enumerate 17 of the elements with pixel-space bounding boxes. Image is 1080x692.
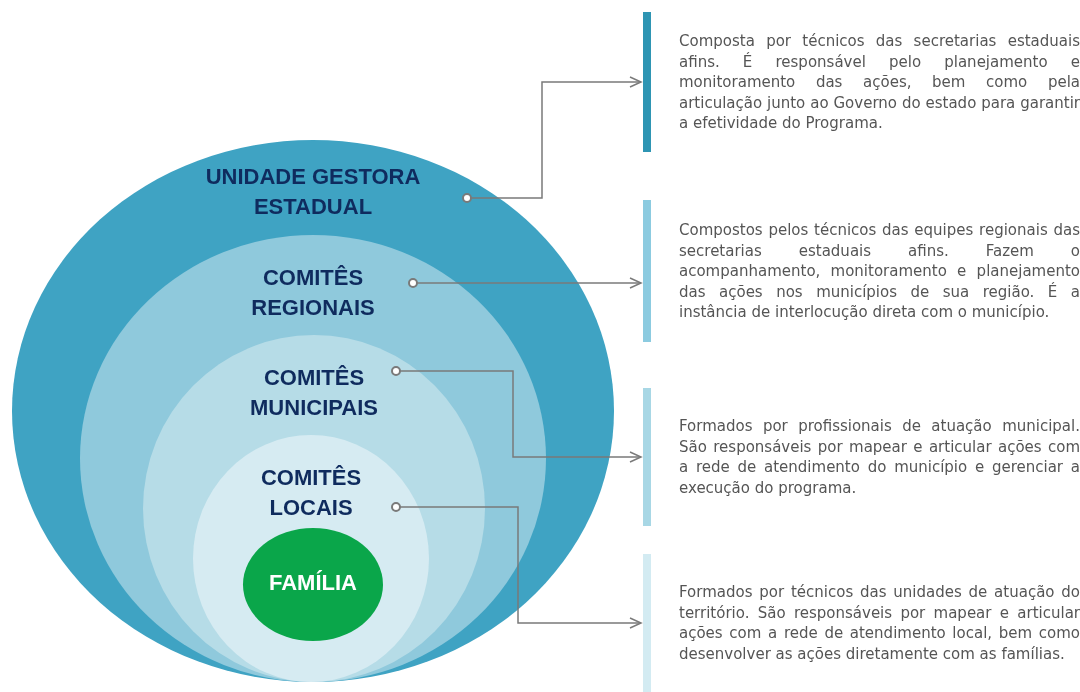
description-text: Compostos pelos técnicos das equipes regionais das secretarias estaduais afins. Fazem o acompanhamento, monitoramento e planejamento das ações nos municípios de sua região. É a instância de interlocução direta com o município. — [679, 219, 1080, 323]
level-label: COMITÊS REGIONAIS — [250, 264, 376, 322]
description-card — [643, 388, 1080, 526]
leader-line — [391, 366, 642, 463]
leader-line — [408, 277, 642, 289]
description-card — [643, 554, 1080, 692]
level-label: COMITÊS LOCAIS — [259, 464, 363, 522]
level-label: UNIDADE GESTORA ESTADUAL — [204, 163, 422, 221]
leader-line — [462, 76, 642, 203]
description-card — [643, 200, 1080, 342]
description-text: Composta por técnicos das secretarias estaduais afins. É responsável pelo planejamento e monitoramento das ações, bem como pela articulação junto ao Governo do estado para garantir a efetividade do Programa. — [679, 30, 1080, 134]
leader-line — [391, 502, 642, 629]
description-card — [643, 12, 1080, 152]
level-label: COMITÊS MUNICIPAIS — [249, 364, 379, 422]
level-label: FAMÍLIA — [268, 569, 358, 597]
description-text: Formados por técnicos das unidades de atuação do território. São responsáveis por mapear e articular ações com a rede de atendimento local, bem como desenvolver as ações diretamente com as famílias. — [679, 582, 1080, 664]
description-text: Formados por profissionais de atuação municipal. São responsáveis por mapear e articular ações com a rede de atendimento do município e gerenciar a execução do programa. — [679, 416, 1080, 498]
